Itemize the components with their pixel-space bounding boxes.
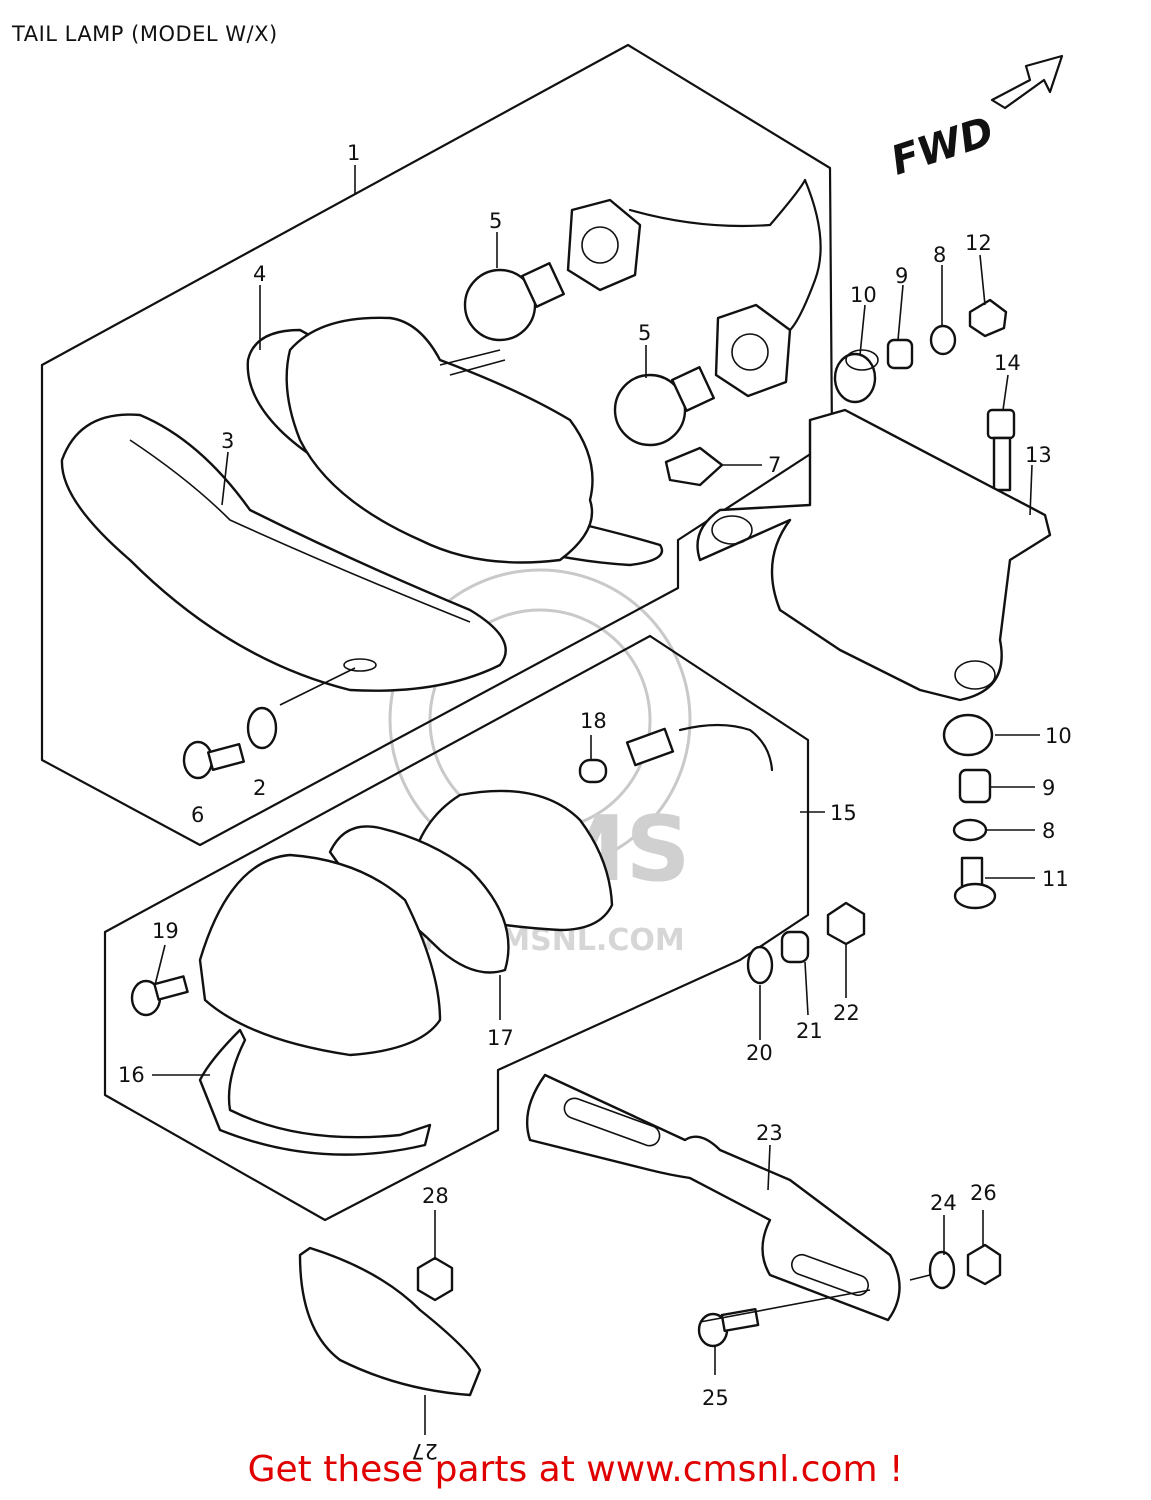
bulb-socket-lower bbox=[714, 303, 792, 398]
washer-2 bbox=[246, 706, 278, 750]
bracket-13 bbox=[696, 408, 1052, 702]
page-title: TAIL LAMP (MODEL W/X) bbox=[12, 22, 278, 46]
grommet-10-upper bbox=[833, 349, 879, 404]
callout-9-lower: 9 bbox=[1042, 776, 1055, 800]
callout-1: 1 bbox=[347, 141, 360, 165]
callout-2: 2 bbox=[253, 776, 266, 800]
assembly-box-1 bbox=[40, 43, 834, 847]
bulb-18 bbox=[578, 758, 608, 784]
callout-8-lower: 8 bbox=[1042, 819, 1055, 843]
bulb-socket-upper bbox=[566, 198, 642, 292]
tail-lens-3 bbox=[60, 413, 507, 692]
gasket-16 bbox=[198, 1028, 432, 1156]
screw-11 bbox=[953, 856, 997, 910]
callout-26: 26 bbox=[970, 1181, 997, 1205]
callout-7: 7 bbox=[768, 453, 781, 477]
callout-8-upper: 8 bbox=[933, 243, 946, 267]
housing-bolt bbox=[439, 349, 506, 376]
callout-20: 20 bbox=[746, 1041, 773, 1065]
callout-3: 3 bbox=[221, 429, 234, 453]
screw-25 bbox=[697, 1307, 760, 1348]
license-bracket-23 bbox=[526, 1073, 901, 1322]
lens-hole bbox=[343, 658, 377, 672]
callout-19: 19 bbox=[152, 919, 179, 943]
clip-7 bbox=[664, 446, 724, 487]
slot-upper bbox=[563, 1097, 661, 1147]
bulb-5-upper bbox=[463, 262, 565, 342]
bracket-hole-2 bbox=[954, 660, 996, 690]
nut-12 bbox=[968, 298, 1008, 338]
lamp-housing bbox=[285, 316, 594, 564]
screw-19 bbox=[130, 975, 189, 1017]
callout-9-upper: 9 bbox=[895, 264, 908, 288]
fwd-arrow-icon bbox=[990, 54, 1064, 110]
callout-18: 18 bbox=[580, 709, 607, 733]
nut-22 bbox=[826, 901, 866, 946]
callout-5-lower: 5 bbox=[638, 321, 651, 345]
washer-20 bbox=[746, 945, 774, 985]
lens-inner-line bbox=[129, 439, 471, 623]
callout-11: 11 bbox=[1042, 867, 1069, 891]
callout-16: 16 bbox=[118, 1063, 145, 1087]
callout-13: 13 bbox=[1025, 443, 1052, 467]
bracket-hole-1 bbox=[711, 515, 753, 545]
leader-lines bbox=[152, 165, 1040, 1435]
callout-21: 21 bbox=[796, 1019, 823, 1043]
callout-24: 24 bbox=[930, 1191, 957, 1215]
callout-23: 23 bbox=[756, 1121, 783, 1145]
slot-lower bbox=[791, 1253, 869, 1297]
fwd-label: FWD bbox=[886, 109, 1000, 185]
washer-24 bbox=[928, 1250, 956, 1290]
assembly-box-15 bbox=[103, 634, 810, 1222]
collar-21 bbox=[780, 930, 810, 964]
callout-15: 15 bbox=[830, 801, 857, 825]
footer-promo-text: Get these parts at www.cmsnl.com ! bbox=[247, 1449, 904, 1490]
callout-27: 27 bbox=[411, 1439, 438, 1463]
reflector-27 bbox=[298, 1246, 482, 1397]
collar-9-lower bbox=[958, 768, 992, 804]
nut-28 bbox=[416, 1256, 454, 1302]
screw-6 bbox=[182, 740, 245, 780]
callout-12: 12 bbox=[965, 231, 992, 255]
callout-labels: 1 2 3 4 5 5 6 7 8 8 9 9 10 10 11 12 13 1… bbox=[118, 141, 1072, 1463]
license-lens bbox=[198, 853, 442, 1057]
callout-6: 6 bbox=[191, 803, 204, 827]
bulb-5-lower bbox=[613, 366, 715, 447]
callout-28: 28 bbox=[422, 1184, 449, 1208]
bolt-14 bbox=[986, 408, 1016, 492]
grommet-10-lower bbox=[942, 713, 994, 757]
washer-8-lower bbox=[952, 818, 988, 842]
socket-license bbox=[625, 723, 774, 772]
callout-10-upper: 10 bbox=[850, 283, 877, 307]
collar-9-upper bbox=[886, 338, 914, 370]
nut-26 bbox=[966, 1243, 1002, 1286]
callout-4: 4 bbox=[253, 262, 266, 286]
callout-17: 17 bbox=[487, 1026, 514, 1050]
callout-22: 22 bbox=[833, 1001, 860, 1025]
callout-5-upper: 5 bbox=[489, 209, 502, 233]
wire-harness bbox=[628, 178, 822, 332]
callout-10-lower: 10 bbox=[1045, 724, 1072, 748]
callout-14: 14 bbox=[994, 351, 1021, 375]
callout-25: 25 bbox=[702, 1386, 729, 1410]
washer-8-upper bbox=[929, 324, 957, 356]
